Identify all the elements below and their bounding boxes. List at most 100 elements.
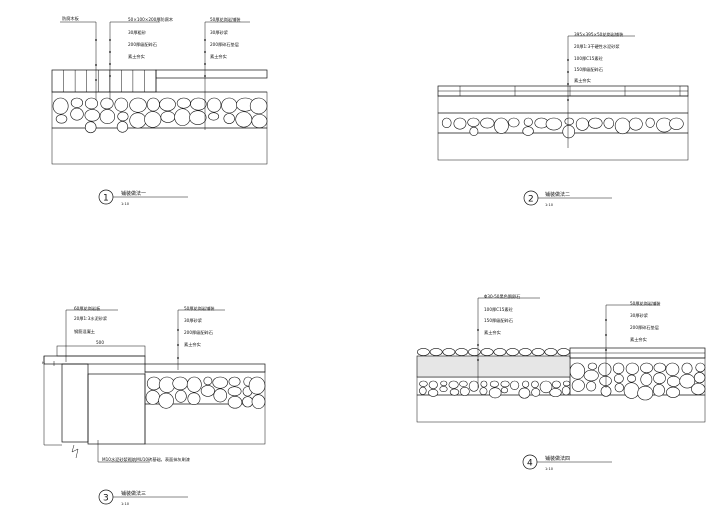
stone bbox=[189, 110, 207, 125]
stone bbox=[480, 380, 488, 388]
label-left-1: 20厚1:3水泥砂浆 bbox=[74, 315, 108, 322]
dimension-text: 500 bbox=[96, 340, 104, 345]
stone bbox=[510, 380, 520, 391]
concrete-footing bbox=[87, 373, 146, 445]
stone bbox=[637, 385, 654, 401]
detail-2: 395×395×50花岗岩铺装 20厚1:3干硬性水泥砂浆 100厚C15素砼 … bbox=[437, 31, 689, 207]
stone bbox=[459, 386, 470, 396]
stone bbox=[562, 380, 571, 387]
stone bbox=[598, 362, 612, 376]
stone bbox=[623, 382, 640, 399]
detail-number: 3 bbox=[103, 494, 109, 504]
stone bbox=[468, 380, 479, 392]
label-right-2: 200厚碎石垫层 bbox=[630, 324, 659, 331]
leader-dot bbox=[109, 75, 111, 77]
label-right-4: 素土夯实 bbox=[574, 77, 591, 84]
stone bbox=[508, 117, 520, 128]
stone bbox=[586, 381, 597, 392]
stone bbox=[52, 97, 69, 115]
label-right-2: 200厚级配碎石 bbox=[184, 329, 213, 336]
stone bbox=[666, 386, 680, 398]
label-right-a-2: 200厚级配碎石 bbox=[128, 41, 157, 48]
stone bbox=[575, 117, 589, 131]
stone bbox=[571, 379, 585, 392]
stone bbox=[174, 108, 191, 126]
leader-dot bbox=[477, 329, 479, 331]
stone bbox=[669, 117, 684, 130]
stone bbox=[564, 117, 574, 126]
label-right-1: 20厚1:3干硬性水泥砂浆 bbox=[574, 43, 620, 50]
stone bbox=[681, 362, 693, 374]
stone bbox=[419, 380, 428, 387]
stone bbox=[129, 97, 147, 113]
stone bbox=[223, 113, 235, 124]
pebble bbox=[506, 348, 519, 356]
label-right-0: 50厚花岗岩铺装 bbox=[184, 305, 215, 312]
pebble bbox=[544, 348, 558, 356]
detail-1: 防腐木板 50×100×200厚防腐木 30厚粗砂 200厚级配碎石 素土夯实 … bbox=[51, 15, 268, 206]
pebble bbox=[531, 348, 545, 356]
brick-wall bbox=[61, 363, 89, 443]
leader-ticks bbox=[567, 59, 569, 101]
stone bbox=[208, 112, 220, 121]
label-right-b-2: 200厚碎石垫层 bbox=[210, 41, 239, 48]
stone bbox=[207, 97, 222, 113]
granite-cap bbox=[43, 355, 146, 365]
soil-layer bbox=[144, 403, 266, 445]
stone bbox=[523, 117, 533, 127]
stone bbox=[531, 380, 539, 389]
detail-scale: 1:10 bbox=[121, 502, 130, 506]
pebble bbox=[493, 348, 507, 356]
stone bbox=[227, 396, 243, 409]
gravel-stones bbox=[52, 97, 268, 134]
stone bbox=[522, 380, 530, 388]
dimension-box bbox=[56, 345, 146, 357]
stone bbox=[158, 392, 174, 409]
stone bbox=[129, 112, 147, 129]
stone bbox=[653, 362, 666, 373]
leader-dot bbox=[204, 75, 206, 77]
detail-scale: 1:10 bbox=[545, 203, 554, 207]
stone bbox=[439, 386, 448, 393]
stone bbox=[613, 373, 624, 384]
detail-number: 2 bbox=[528, 195, 534, 205]
stone bbox=[117, 111, 129, 122]
label-left-0: Φ30-50黑色鹅卵石 bbox=[484, 293, 520, 300]
stone bbox=[190, 97, 207, 111]
label-right-3: 素土夯实 bbox=[184, 341, 201, 348]
stone bbox=[667, 375, 681, 387]
stone bbox=[248, 376, 266, 395]
leader-dot bbox=[477, 344, 479, 346]
stone bbox=[251, 394, 266, 409]
stone bbox=[587, 362, 597, 370]
stone bbox=[428, 380, 438, 390]
pebble bbox=[455, 348, 468, 356]
detail-number: 4 bbox=[527, 459, 533, 469]
detail-title: 铺装做法二 bbox=[545, 191, 570, 198]
stone bbox=[545, 117, 562, 131]
stone bbox=[614, 383, 624, 393]
label-left-3: 素土夯实 bbox=[484, 329, 501, 336]
leader-dot bbox=[204, 39, 206, 41]
label-right-2: 100厚C15素砼 bbox=[574, 55, 604, 62]
label-right-0: 50厚花岗岩铺装 bbox=[630, 300, 661, 307]
stone bbox=[551, 380, 561, 389]
gravel-stones bbox=[441, 117, 684, 139]
stone bbox=[158, 376, 176, 393]
label-right-b-0: 50厚花岗岩铺装 bbox=[210, 16, 241, 23]
stone bbox=[652, 383, 665, 397]
leader-dot bbox=[177, 357, 179, 359]
pebble bbox=[467, 348, 481, 356]
leader-ticks bbox=[177, 329, 179, 359]
leader-dot bbox=[567, 99, 569, 101]
stone bbox=[200, 385, 215, 397]
stone bbox=[645, 117, 655, 128]
stone bbox=[628, 117, 643, 131]
stone bbox=[203, 376, 213, 386]
deck-boards bbox=[63, 70, 145, 92]
stone bbox=[249, 97, 268, 115]
pebble bbox=[518, 348, 532, 356]
stone bbox=[531, 388, 541, 397]
leader-ticks bbox=[95, 39, 206, 81]
